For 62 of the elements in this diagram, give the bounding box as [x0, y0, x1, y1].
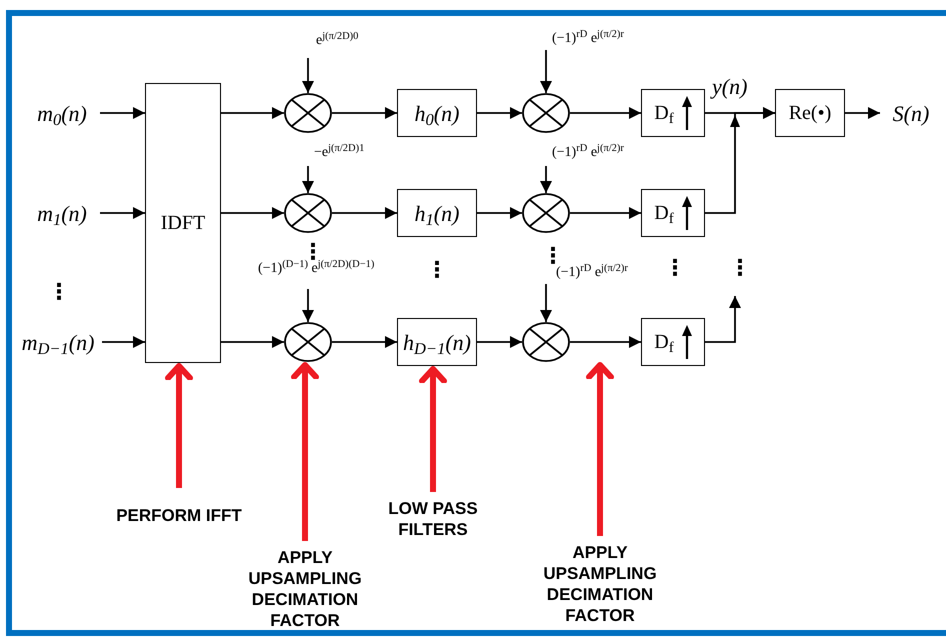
annotation-arrow	[165, 363, 193, 488]
signal-arrow	[221, 107, 284, 119]
signal-arrow	[302, 166, 314, 193]
block-box	[145, 83, 221, 363]
signal-arrow	[332, 336, 397, 348]
signal-arrow	[221, 207, 284, 219]
signal-arrow	[302, 289, 314, 322]
signal-arrow	[102, 336, 145, 348]
math-label: Re(•)	[788, 101, 832, 126]
filter-box	[397, 89, 477, 137]
ellipsis-label: ⋮	[426, 258, 448, 284]
signal-arrow	[570, 107, 641, 119]
math-label: D$_{f}$	[654, 101, 674, 128]
signal-arrow	[570, 207, 641, 219]
ellipsis-label: ⋮	[664, 256, 686, 282]
multiplier-symbol	[522, 193, 570, 233]
signal-arrow	[477, 207, 522, 219]
upsampler-box	[641, 318, 705, 366]
ellipsis-label: ⋮	[729, 256, 751, 282]
math-label: m$_{1}$(n)	[37, 200, 87, 230]
math-label: S(n)	[892, 100, 930, 128]
annotation-text: PERFORM IFFT	[116, 504, 242, 526]
signal-arrow	[705, 107, 775, 214]
upsampler-box	[641, 189, 705, 237]
signal-arrow	[477, 336, 522, 348]
signal-arrow	[540, 284, 552, 322]
annotation-text: APPLY UPSAMPLING DECIMATION FACTOR	[542, 542, 658, 626]
annotation-text: APPLY UPSAMPLING DECIMATION FACTOR	[247, 547, 363, 631]
signal-arrow	[332, 107, 397, 119]
math-label: m$_{D−1}$(n)	[22, 328, 94, 358]
annotation-arrow	[291, 362, 319, 541]
signal-arrow	[100, 207, 145, 219]
annotation-arrow	[419, 366, 447, 492]
multiplier-symbol	[522, 93, 570, 133]
upsampler-box	[641, 89, 705, 137]
signal-arrow	[570, 336, 641, 348]
signal-arrow	[477, 107, 522, 119]
multiplier-symbol	[284, 322, 332, 362]
multiplier-symbol	[522, 322, 570, 362]
block-box	[775, 89, 845, 137]
math-label: IDFT	[160, 211, 206, 236]
multiplier-symbol	[284, 193, 332, 233]
signal-arrow	[540, 166, 552, 193]
signal-arrow	[332, 207, 397, 219]
signal-arrow	[705, 296, 741, 343]
annotation-arrow	[586, 362, 614, 536]
signal-arrow	[302, 58, 314, 93]
math-label: h$_{1}$(n)	[414, 200, 460, 230]
filter-box	[397, 318, 477, 366]
annotation-text: LOW PASS FILTERS	[387, 498, 479, 540]
math-label: D$_{f}$	[654, 201, 674, 228]
signal-arrow	[221, 336, 284, 348]
signal-arrow	[845, 107, 880, 119]
signal-arrow	[100, 107, 145, 119]
math-label: h$_{D−1}$(n)	[403, 328, 471, 358]
filter-box	[397, 189, 477, 237]
math-label: m$_{0}$(n)	[37, 100, 87, 130]
signal-arrow	[540, 50, 552, 93]
multiplier-symbol	[284, 93, 332, 133]
ellipsis-label: ⋮	[48, 280, 70, 306]
math-label: D$_{f}$	[654, 330, 674, 357]
math-label: h$_{0}$(n)	[414, 100, 460, 130]
